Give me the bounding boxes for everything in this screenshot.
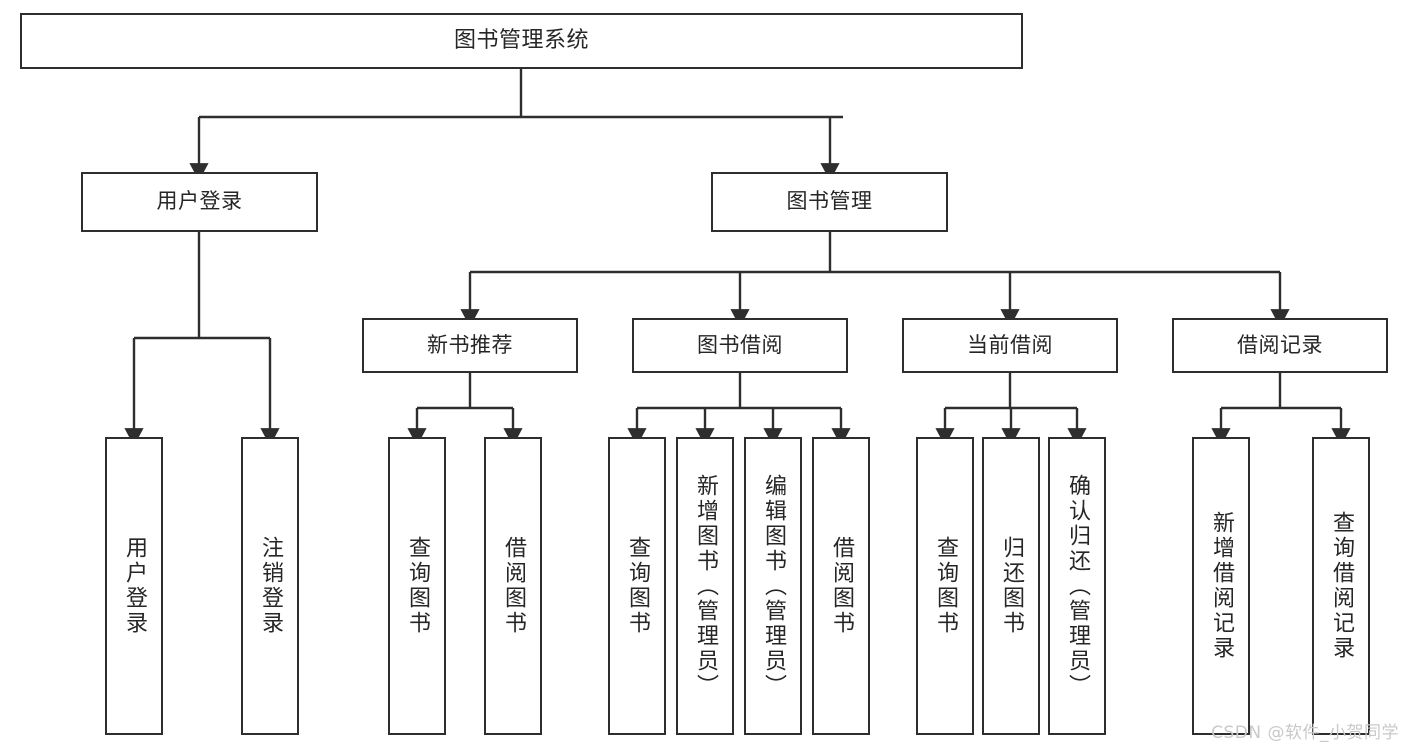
node-leaf-logout[interactable]: 注销登录 — [241, 437, 299, 735]
node-leaf-add-book[interactable]: 新增图书（管理员） — [676, 437, 734, 735]
node-leaf-return-book-label: 归还图书 — [999, 536, 1024, 636]
node-leaf-query-book-rec[interactable]: 查询图书 — [388, 437, 446, 735]
node-leaf-query-book-cur[interactable]: 查询图书 — [916, 437, 974, 735]
csdn-watermark: CSDN @软件_小贺同学 — [1211, 723, 1399, 743]
node-leaf-query-book-cur-label: 查询图书 — [933, 536, 958, 636]
node-current-borrow[interactable]: 当前借阅 — [902, 318, 1118, 373]
node-leaf-query-book-rec-label: 查询图书 — [405, 536, 430, 636]
node-leaf-borrow-book[interactable]: 借阅图书 — [812, 437, 870, 735]
node-leaf-borrow-book-rec-label: 借阅图书 — [501, 536, 526, 636]
node-leaf-confirm-return-label: 确认归还（管理员） — [1065, 473, 1090, 699]
node-leaf-query-book-borrow[interactable]: 查询图书 — [608, 437, 666, 735]
node-leaf-borrow-book-rec[interactable]: 借阅图书 — [484, 437, 542, 735]
node-book-borrow-label: 图书借阅 — [697, 332, 783, 357]
node-book-manage-label: 图书管理 — [786, 189, 873, 214]
node-leaf-user-login[interactable]: 用户登录 — [105, 437, 163, 735]
node-leaf-edit-book[interactable]: 编辑图书（管理员） — [744, 437, 802, 735]
node-leaf-user-login-label: 用户登录 — [122, 536, 147, 636]
node-user-login[interactable]: 用户登录 — [81, 172, 318, 232]
node-leaf-return-book[interactable]: 归还图书 — [982, 437, 1040, 735]
node-new-book-rec[interactable]: 新书推荐 — [362, 318, 578, 373]
node-leaf-logout-label: 注销登录 — [258, 536, 283, 636]
node-book-manage[interactable]: 图书管理 — [711, 172, 948, 232]
node-leaf-edit-book-label: 编辑图书（管理员） — [761, 473, 786, 699]
node-leaf-add-record[interactable]: 新增借阅记录 — [1192, 437, 1250, 735]
node-leaf-query-record-label: 查询借阅记录 — [1329, 511, 1354, 661]
node-leaf-confirm-return[interactable]: 确认归还（管理员） — [1048, 437, 1106, 735]
node-leaf-query-record[interactable]: 查询借阅记录 — [1312, 437, 1370, 735]
node-current-borrow-label: 当前借阅 — [967, 332, 1053, 357]
node-leaf-add-book-label: 新增图书（管理员） — [693, 473, 718, 699]
node-user-login-label: 用户登录 — [156, 189, 243, 214]
node-borrow-record-label: 借阅记录 — [1237, 332, 1323, 357]
node-leaf-add-record-label: 新增借阅记录 — [1209, 511, 1234, 661]
node-leaf-query-book-borrow-label: 查询图书 — [625, 536, 650, 636]
node-root-label: 图书管理系统 — [453, 27, 589, 53]
node-root[interactable]: 图书管理系统 — [20, 13, 1023, 69]
node-leaf-borrow-book-label: 借阅图书 — [829, 536, 854, 636]
node-borrow-record[interactable]: 借阅记录 — [1172, 318, 1388, 373]
node-book-borrow[interactable]: 图书借阅 — [632, 318, 848, 373]
node-new-book-rec-label: 新书推荐 — [427, 332, 513, 357]
